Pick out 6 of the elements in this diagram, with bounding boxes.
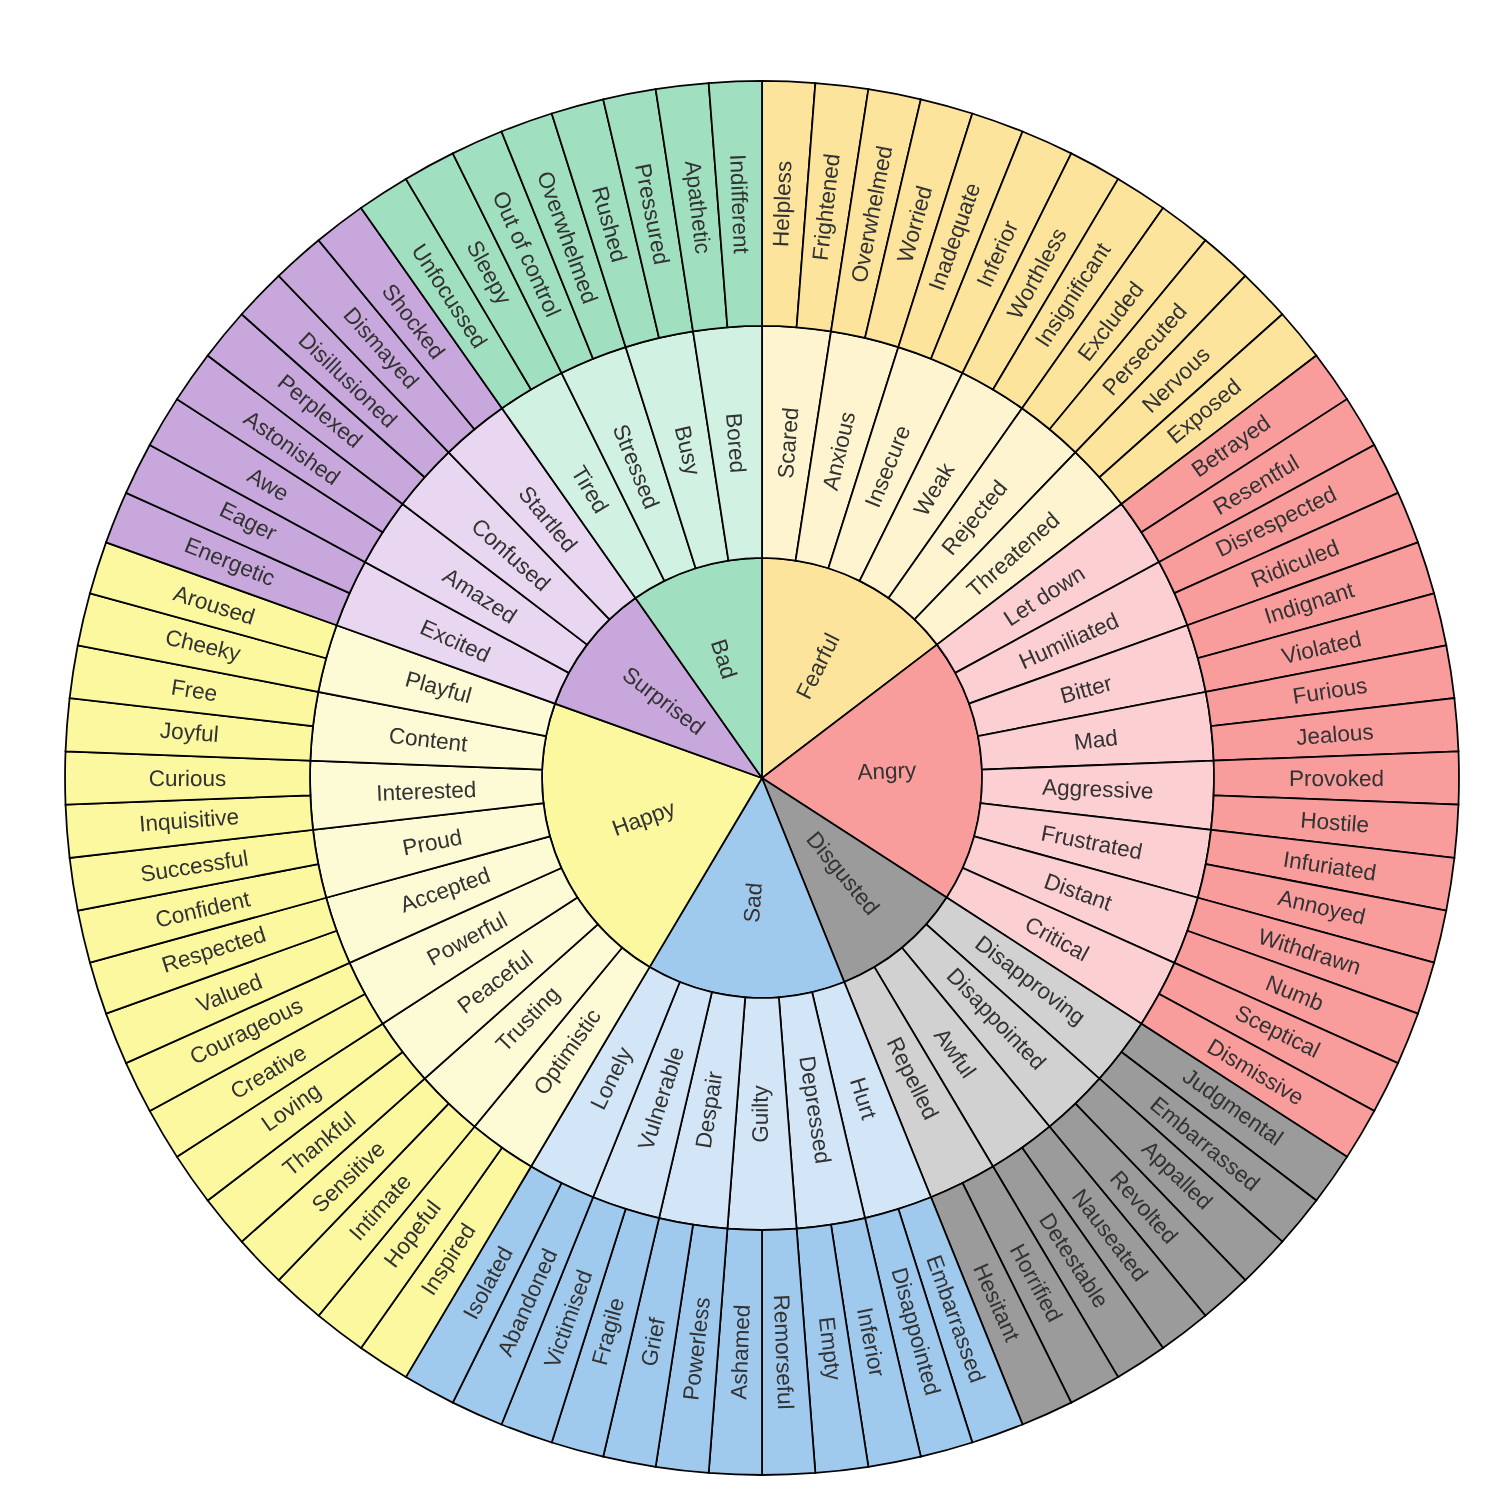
emotion-segment: Remorseful [761, 1227, 817, 1476]
node-label: Ashamed [730, 1305, 750, 1400]
node-label: Remorseful [773, 1296, 795, 1409]
emotion-segment: Provoked [1212, 750, 1460, 806]
emotion-segment: Guilty [726, 996, 798, 1231]
emotion-segment: Curious [64, 750, 312, 806]
